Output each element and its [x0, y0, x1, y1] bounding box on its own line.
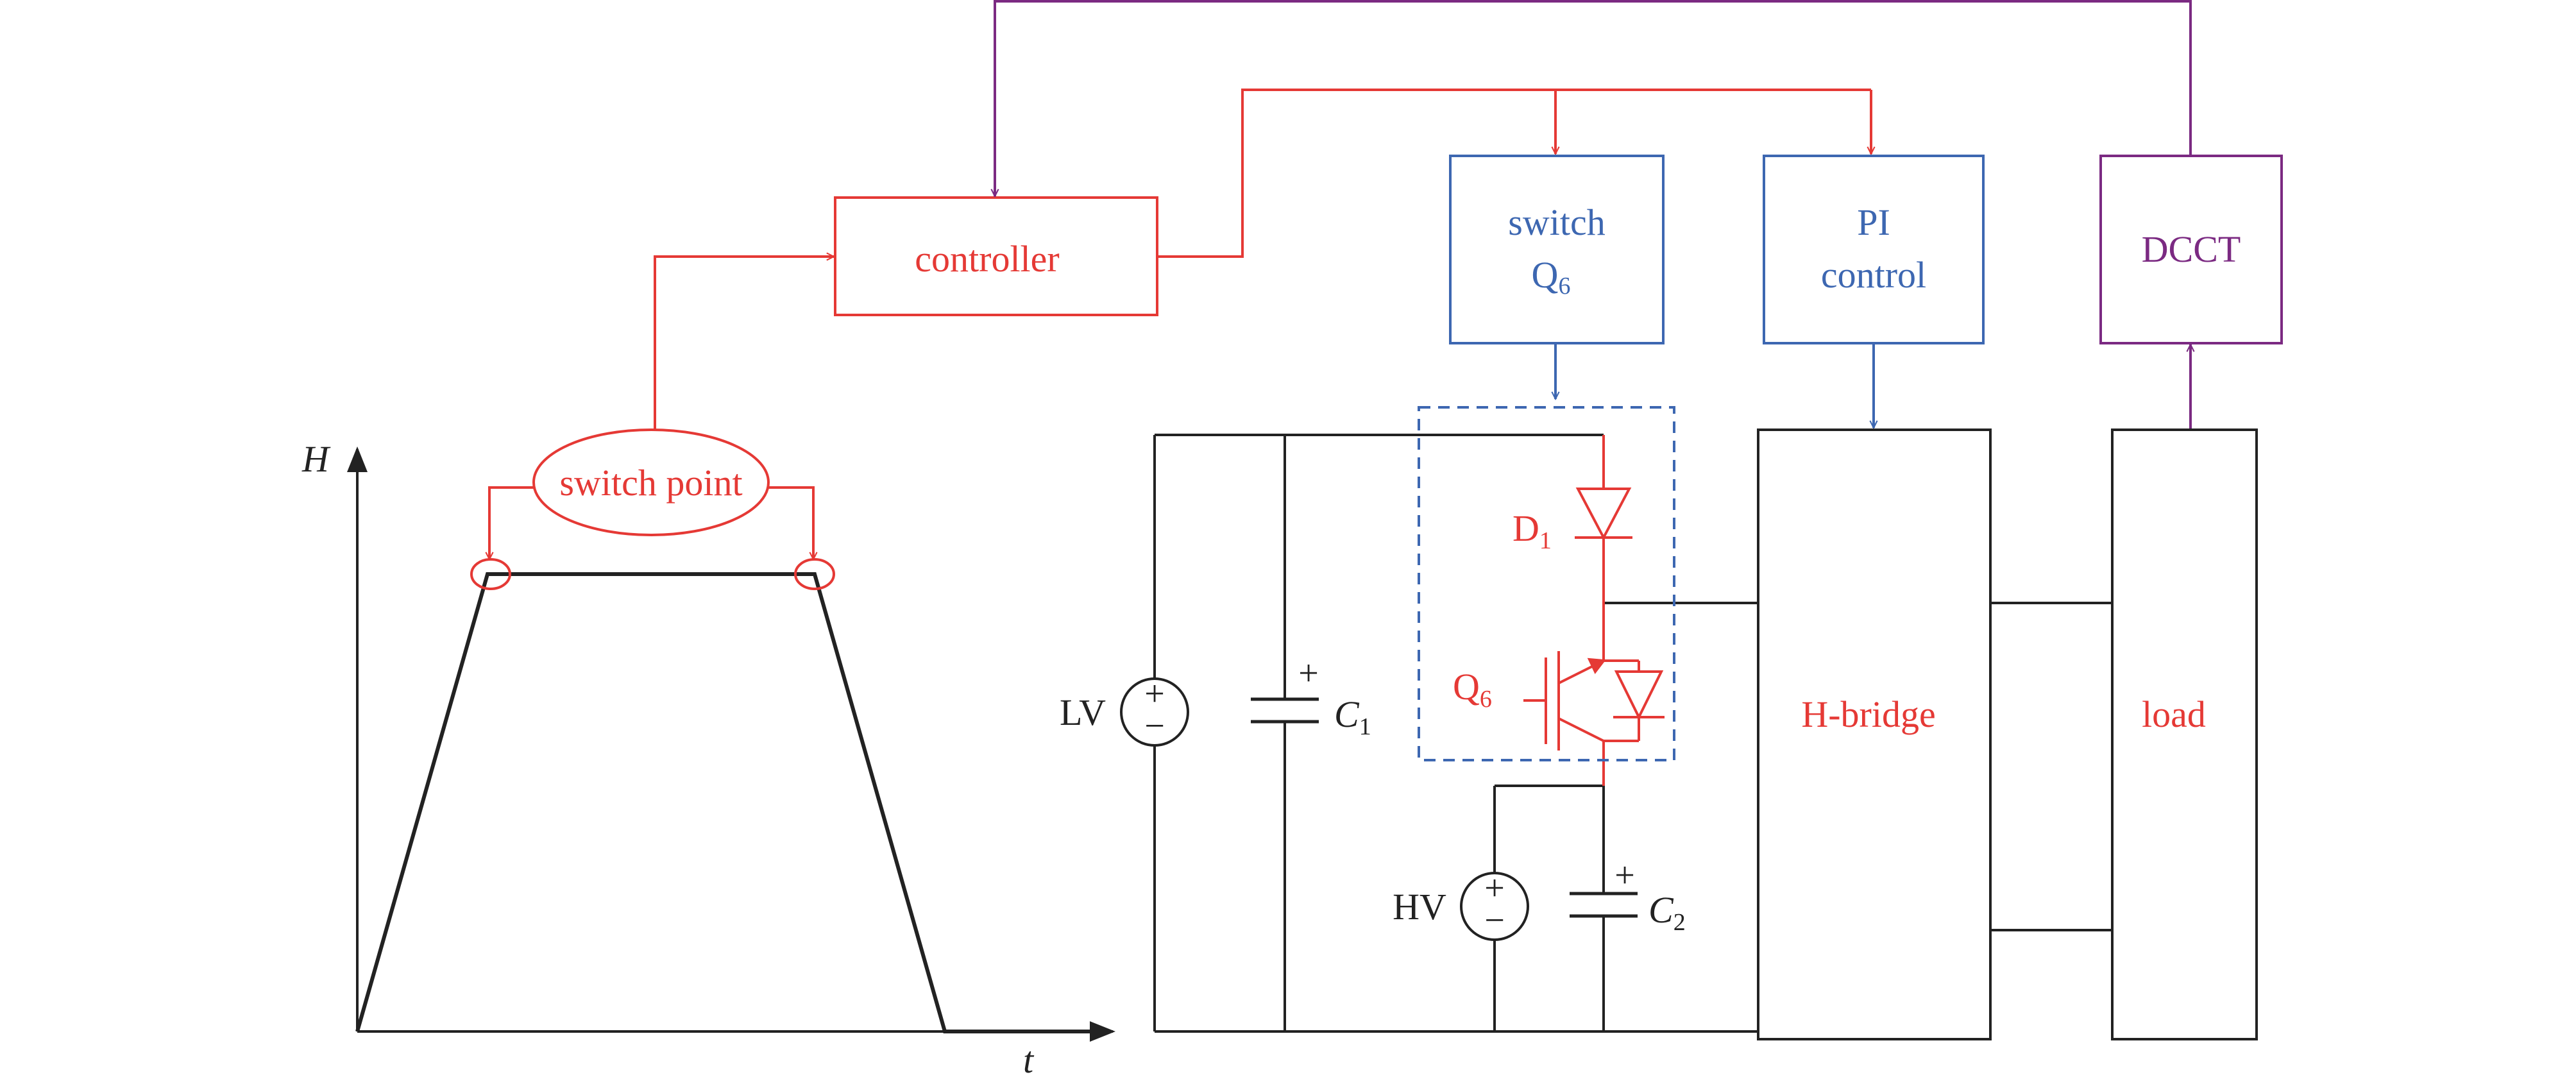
switch-q6-block: switch Q6: [1449, 155, 1665, 344]
field-waveform: [355, 572, 1090, 1033]
svg-text:C2: C2: [1648, 889, 1686, 936]
svg-text:−: −: [1144, 706, 1165, 746]
svg-text:controller: controller: [915, 238, 1059, 280]
hv-source: + − HV: [1393, 869, 1529, 941]
dcct-feedback-line: [995, 0, 2192, 196]
switch-point-ellipse: [532, 428, 770, 536]
svg-text:HV: HV: [1393, 886, 1446, 928]
switch-arrow-left: [489, 486, 534, 559]
switch-point-group: switch point: [470, 257, 835, 590]
freewheel-diode: [1613, 670, 1665, 720]
x-axis-label: t: [1023, 1039, 1035, 1081]
load-block: load: [2111, 428, 2258, 1040]
capacitor-c1: + C1: [1251, 654, 1371, 740]
svg-text:Q6: Q6: [1532, 254, 1571, 300]
svg-text:+: +: [1298, 654, 1319, 693]
diode-d1: D1: [1513, 488, 1632, 554]
svg-text:+: +: [1484, 869, 1505, 908]
svg-text:DCCT: DCCT: [2142, 228, 2241, 270]
pi-control-block: PI control: [1763, 155, 1985, 344]
circuit-wiring: [1153, 434, 2112, 1033]
svg-text:control: control: [1821, 254, 1926, 296]
svg-text:C1: C1: [1334, 693, 1371, 740]
dcct-block: DCCT: [2099, 155, 2283, 344]
controller-output-lines: [1157, 89, 1871, 258]
igbt-q6: Q6: [1453, 651, 1606, 751]
svg-text:LV: LV: [1060, 691, 1106, 733]
switch-module-red: [1602, 435, 1640, 786]
switch-marker-left: [470, 558, 511, 590]
controller-block: controller: [834, 196, 1158, 316]
svg-text:Q6: Q6: [1453, 666, 1492, 713]
hbridge-block: H-bridge: [1757, 428, 1992, 1040]
switch-marker-right: [794, 558, 835, 590]
lv-source: + − LV: [1060, 674, 1189, 747]
svg-text:load: load: [2142, 693, 2206, 735]
capacitor-c2: + C2: [1570, 856, 1686, 936]
svg-text:switch: switch: [1508, 201, 1605, 243]
svg-text:+: +: [1614, 856, 1635, 895]
switch-arrow-right: [768, 486, 813, 559]
y-axis-label: H: [301, 438, 331, 480]
switch-to-controller: [654, 257, 834, 430]
switch-point-label: switch point: [559, 462, 742, 504]
svg-text:PI: PI: [1857, 201, 1890, 243]
svg-text:H-bridge: H-bridge: [1801, 693, 1935, 735]
svg-text:D1: D1: [1513, 507, 1552, 554]
trapezoid-graph: H t: [301, 438, 1115, 1081]
svg-text:−: −: [1484, 901, 1505, 940]
svg-text:+: +: [1144, 674, 1165, 714]
switch-module-boundary: [1418, 406, 1675, 761]
